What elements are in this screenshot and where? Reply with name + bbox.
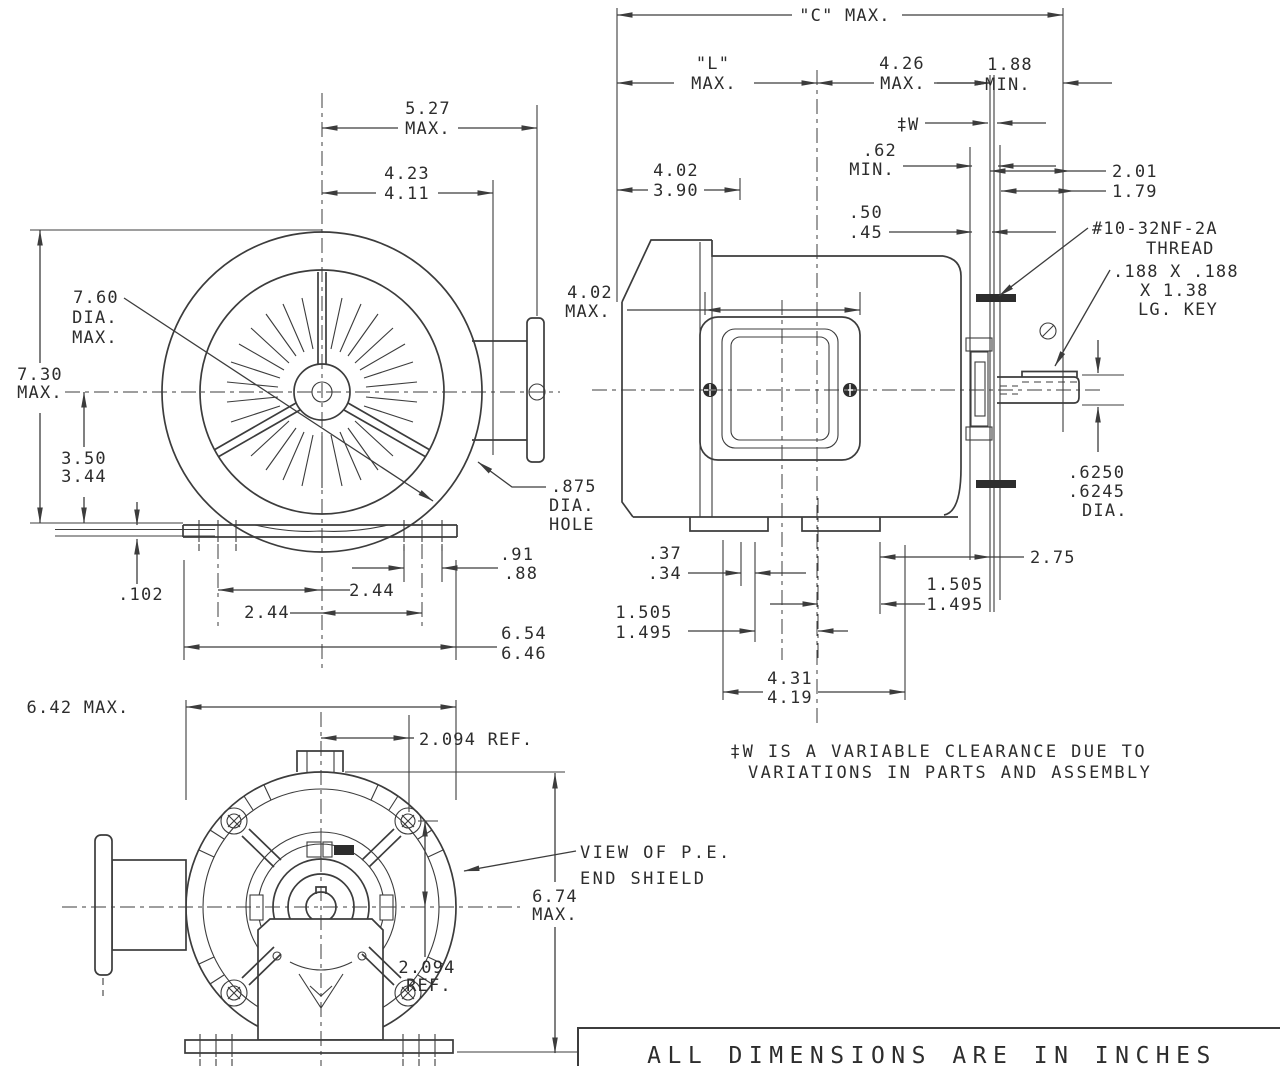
- dim-l-suffix: MAX.: [691, 74, 737, 94]
- dim-674-value: 6.74: [532, 887, 578, 907]
- dim-201-value: 2.01: [1112, 162, 1158, 182]
- dim-188-value: 1.88: [987, 55, 1033, 75]
- side-view-centerlines: [592, 70, 1102, 725]
- dim-390-value: 3.90: [653, 181, 699, 201]
- dim-w-label: ‡W: [897, 115, 920, 135]
- end-view-geometry: [94, 750, 457, 1066]
- thread-stud-bottom: [976, 480, 1016, 488]
- shaft-dia-lower: .6245: [1068, 482, 1125, 502]
- grease-screw: [1039, 322, 1057, 340]
- dim-1505-right-upper: 1.505: [926, 575, 983, 595]
- dim-2094-bottom-suffix: REF.: [406, 976, 452, 996]
- shaft-dia-upper: .6250: [1068, 463, 1125, 483]
- shroud-spokes: [213, 272, 431, 458]
- dim-l-value: "L": [696, 54, 730, 74]
- dim-45-value: .45: [849, 223, 883, 243]
- dim-423-value: 4.23: [384, 164, 430, 184]
- dim-646-value: 6.46: [501, 644, 547, 664]
- dim-2094-bottom-value: 2.094: [398, 958, 455, 978]
- dim-402max-value: 4.02: [567, 283, 613, 303]
- dim-244-left: 2.44: [349, 581, 395, 601]
- dim-402max-suffix: MAX.: [565, 302, 611, 322]
- side-view-dimensions: "C" MAX. "L" MAX. 4.26 MAX. 1.88 MIN. ‡W…: [565, 6, 1239, 708]
- shaft-dia-label: DIA.: [1082, 501, 1128, 521]
- dim-730-suffix: MAX.: [17, 383, 63, 403]
- view-label-l1: VIEW OF P.E.: [580, 843, 732, 863]
- notes: ‡W IS A VARIABLE CLEARANCE DUE TO VARIAT…: [577, 742, 1280, 1066]
- dim-642-label: 6.42 MAX.: [27, 698, 130, 718]
- dim-1505-left-lower: 1.495: [615, 623, 672, 643]
- front-view-geometry: [161, 231, 546, 554]
- side-view-geometry: [621, 75, 1080, 612]
- dim-654-value: 6.54: [501, 624, 547, 644]
- end-view-centerlines: [62, 712, 520, 1066]
- dim-62-suffix: MIN.: [849, 160, 895, 180]
- dim-1505-left-upper: 1.505: [615, 603, 672, 623]
- dim-2094-top-label: 2.094 REF.: [419, 730, 533, 750]
- hole-875-dia: DIA.: [549, 496, 595, 516]
- dim-411-value: 4.11: [384, 184, 430, 204]
- dim-527-value: 5.27: [405, 99, 451, 119]
- dia-760-dia: DIA.: [72, 308, 118, 328]
- w-note-line1: ‡W IS A VARIABLE CLEARANCE DUE TO: [730, 742, 1147, 762]
- front-view: 5.27 MAX. 4.23 4.11 7.60 DIA. MAX. 7.30 …: [17, 93, 597, 668]
- thread-callout-value: #10-32NF-2A: [1092, 219, 1218, 239]
- dim-188-suffix: MIN.: [985, 75, 1031, 95]
- dim-50-value: .50: [849, 203, 883, 223]
- key-callout-l1: .188 X .188: [1113, 262, 1239, 282]
- end-view-conduit-box: [111, 859, 187, 951]
- conduit-box: [699, 316, 861, 461]
- key-callout-l2: X 1.38: [1140, 281, 1209, 301]
- end-view-dimensions: 6.42 MAX. 2.094 REF. VIEW OF P.E. END SH…: [27, 698, 732, 1054]
- dim-62-value: .62: [863, 141, 897, 161]
- dim-179-value: 1.79: [1112, 182, 1158, 202]
- dim-88-value: .88: [504, 564, 538, 584]
- key-callout-l3: LG. KEY: [1138, 300, 1218, 320]
- shaft-key: [1021, 370, 1078, 377]
- dim-37-value: .37: [648, 544, 682, 564]
- dim-c-label: "C" MAX.: [799, 6, 890, 26]
- dia-760-value: 7.60: [73, 288, 119, 308]
- view-label-l2: END SHIELD: [580, 869, 706, 889]
- dim-350-value: 3.50: [61, 449, 107, 469]
- dim-419-value: 4.19: [767, 688, 813, 708]
- dim-1505-right-lower: 1.495: [926, 595, 983, 615]
- w-note-line2: VARIATIONS IN PARTS AND ASSEMBLY: [748, 763, 1152, 783]
- front-view-dimensions: 5.27 MAX. 4.23 4.11 7.60 DIA. MAX. 7.30 …: [17, 99, 597, 664]
- units-note: ALL DIMENSIONS ARE IN INCHES: [647, 1043, 1217, 1066]
- dim-244-right: 2.44: [244, 603, 290, 623]
- dia-760-max: MAX.: [72, 328, 118, 348]
- dim-344-value: 3.44: [61, 467, 107, 487]
- hole-875-hole: HOLE: [549, 515, 595, 535]
- front-view-centerlines: [65, 93, 560, 668]
- thread-stud-top: [976, 294, 1016, 302]
- dim-34-value: .34: [648, 564, 682, 584]
- bolt-bosses: [220, 807, 422, 1007]
- dim-730-value: 7.30: [17, 365, 63, 385]
- thread-callout-suffix: THREAD: [1146, 239, 1215, 259]
- hole-875-value: .875: [551, 477, 597, 497]
- units-note-box: [577, 1027, 1280, 1066]
- dim-431-value: 4.31: [767, 669, 813, 689]
- side-view: "C" MAX. "L" MAX. 4.26 MAX. 1.88 MIN. ‡W…: [565, 6, 1239, 725]
- x-brace: [241, 828, 402, 986]
- dim-426-value: 4.26: [879, 54, 925, 74]
- dim-91-value: .91: [500, 545, 534, 565]
- dim-527-suffix: MAX.: [405, 119, 451, 139]
- dim-426-suffix: MAX.: [880, 74, 926, 94]
- dim-674-suffix: MAX.: [532, 905, 578, 925]
- end-shield-view: 6.42 MAX. 2.094 REF. VIEW OF P.E. END SH…: [27, 698, 732, 1066]
- fan-blades: [226, 297, 418, 488]
- dim-275-value: 2.75: [1030, 548, 1076, 568]
- dim-402-value: 4.02: [653, 161, 699, 181]
- dim-102-value: .102: [118, 585, 164, 605]
